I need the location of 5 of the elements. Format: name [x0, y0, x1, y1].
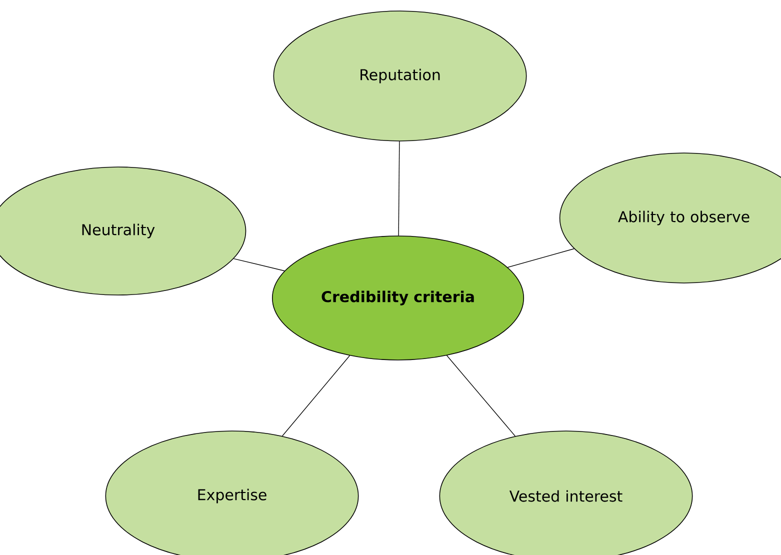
connector-line — [446, 355, 516, 436]
connector-line — [507, 248, 574, 268]
connector-line — [398, 141, 400, 236]
connector-line — [233, 258, 285, 272]
connector-line — [282, 355, 350, 436]
